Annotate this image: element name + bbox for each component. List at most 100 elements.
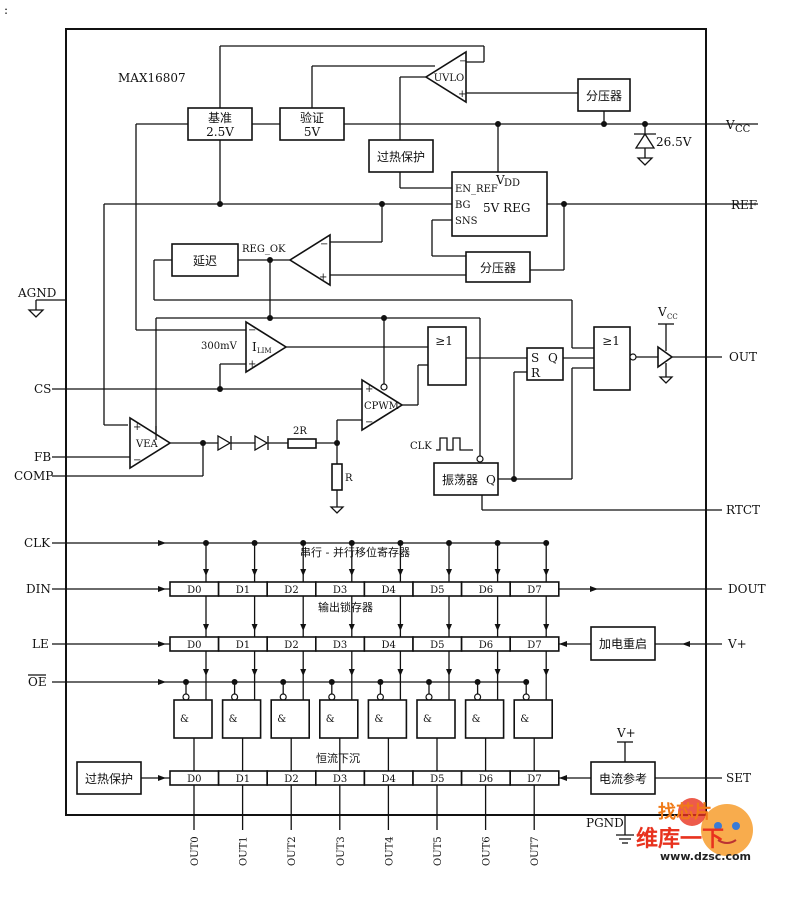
svg-text:EN_REF: EN_REF xyxy=(455,184,498,195)
resistor-r: R xyxy=(329,443,353,514)
svg-text:−: − xyxy=(133,455,141,466)
svg-text:−: − xyxy=(320,239,328,250)
power-on-reset-block: 加电重启 xyxy=(590,626,656,661)
current-reference-block: 电流参考 V+ xyxy=(590,726,656,795)
svg-text:电流参考: 电流参考 xyxy=(599,771,647,786)
svg-text:过热保护: 过热保护 xyxy=(377,150,425,164)
oscillator-block: 振荡器 Q CLK xyxy=(410,437,499,496)
cell-label: D0 xyxy=(187,640,201,651)
svg-text:−: − xyxy=(459,56,467,67)
current-sink-cell: D3 xyxy=(314,770,366,786)
and-gate: & xyxy=(513,699,554,739)
pin-rtct: RTCT xyxy=(726,503,760,517)
pin-out-4: OUT4 xyxy=(384,836,395,866)
and-gate: & xyxy=(464,699,505,739)
svg-text:振荡器: 振荡器 xyxy=(442,473,478,487)
pin-out: OUT xyxy=(729,350,757,364)
svg-text:OE: OE xyxy=(28,675,47,689)
svg-text:分压器: 分压器 xyxy=(480,261,516,275)
svg-text:CPWM: CPWM xyxy=(364,401,399,412)
output-latch-cell: D5 xyxy=(412,636,463,652)
output-latch-cell: D6 xyxy=(460,636,512,652)
and-gates-row: &&&&&&&& xyxy=(173,540,554,771)
dzsc-watermark: 找芯片 维库一下 www.dzsc.com xyxy=(636,798,753,863)
current-sink-cell: D2 xyxy=(266,770,317,786)
cell-label: D6 xyxy=(479,640,493,651)
svg-text:V+: V+ xyxy=(616,726,636,740)
constant-current-sink-label: 恒流下沉 xyxy=(316,751,360,765)
pin-out-7: OUT7 xyxy=(530,836,541,866)
cell-label: D1 xyxy=(236,774,250,785)
overtemp-top-block: 过热保护 xyxy=(368,139,434,173)
output-latch-cell: D0 xyxy=(169,636,220,652)
pin-out-6: OUT6 xyxy=(482,836,493,866)
cpwm-comparator: CPWM + − xyxy=(361,378,404,432)
and-gate: & xyxy=(173,699,213,739)
output-latch-cell: D1 xyxy=(217,636,269,652)
svg-text:V: V xyxy=(495,173,505,187)
pin-ref: REF xyxy=(731,198,757,212)
svg-text:−: − xyxy=(365,417,373,428)
cell-label: D6 xyxy=(479,774,493,785)
svg-text:DD: DD xyxy=(504,178,520,189)
svg-text:+: + xyxy=(248,359,256,370)
and-gate: & xyxy=(318,699,359,739)
shift-register-cell: D0 xyxy=(169,581,220,597)
cell-label: D3 xyxy=(333,585,347,596)
svg-text:R: R xyxy=(345,473,353,484)
verify-5v-block: 验证 5V xyxy=(279,107,345,141)
pin-pgnd: PGND xyxy=(586,815,634,844)
svg-text:&: & xyxy=(472,714,481,725)
svg-text:&: & xyxy=(374,714,383,725)
cell-label: D7 xyxy=(527,585,541,596)
svg-text:过热保护: 过热保护 xyxy=(85,772,133,786)
svg-text:+: + xyxy=(133,422,141,433)
shift-register-label: 串行 - 并行移位寄存器 xyxy=(300,545,410,559)
output-latch-cell: D7 xyxy=(509,636,560,652)
svg-text:&: & xyxy=(229,714,238,725)
svg-text:−: − xyxy=(248,325,256,336)
svg-text:≥1: ≥1 xyxy=(435,334,453,348)
and-gate: & xyxy=(367,699,408,739)
watermark-url: www.dzsc.com xyxy=(660,850,751,863)
svg-text:Q: Q xyxy=(548,351,558,365)
and-gate: & xyxy=(270,699,311,739)
zener-diode: 26.5V xyxy=(634,124,692,166)
shift-register-cell: D6 xyxy=(460,581,512,597)
resistor-2r: 2R xyxy=(287,426,317,449)
shift-register-cell: D3 xyxy=(314,581,366,597)
vea-amplifier: VEA + − xyxy=(129,416,172,470)
svg-text:+: + xyxy=(365,384,373,395)
svg-text:LIM: LIM xyxy=(257,347,272,355)
svg-text:5V: 5V xyxy=(304,125,321,139)
svg-text:+: + xyxy=(319,272,327,283)
pin-oe: OE xyxy=(28,674,47,689)
cell-label: D1 xyxy=(236,640,250,651)
cell-label: D2 xyxy=(284,585,298,596)
pin-out-5: OUT5 xyxy=(433,836,444,866)
svg-text:UVLO: UVLO xyxy=(434,73,465,84)
chip-name: MAX16807 xyxy=(118,71,186,85)
pin-out-1: OUT1 xyxy=(239,836,250,866)
current-sink-cell: D6 xyxy=(460,770,512,786)
reg-ok-label: REG_OK xyxy=(242,244,286,255)
pin-set: SET xyxy=(726,771,751,785)
mascot-icon xyxy=(701,804,753,856)
corner-mark: : xyxy=(4,3,8,17)
svg-text:延迟: 延迟 xyxy=(193,254,217,268)
cell-label: D7 xyxy=(527,640,541,651)
cell-label: D4 xyxy=(382,585,396,596)
shift-register-cell: D4 xyxy=(363,581,414,597)
chip-boundary xyxy=(65,28,707,816)
sr-latch: S R Q xyxy=(526,347,564,381)
svg-text:VEA: VEA xyxy=(135,439,159,450)
delay-block: 延迟 xyxy=(171,243,239,277)
svg-text:&: & xyxy=(423,714,432,725)
svg-text:&: & xyxy=(277,714,286,725)
cell-label: D3 xyxy=(333,640,347,651)
